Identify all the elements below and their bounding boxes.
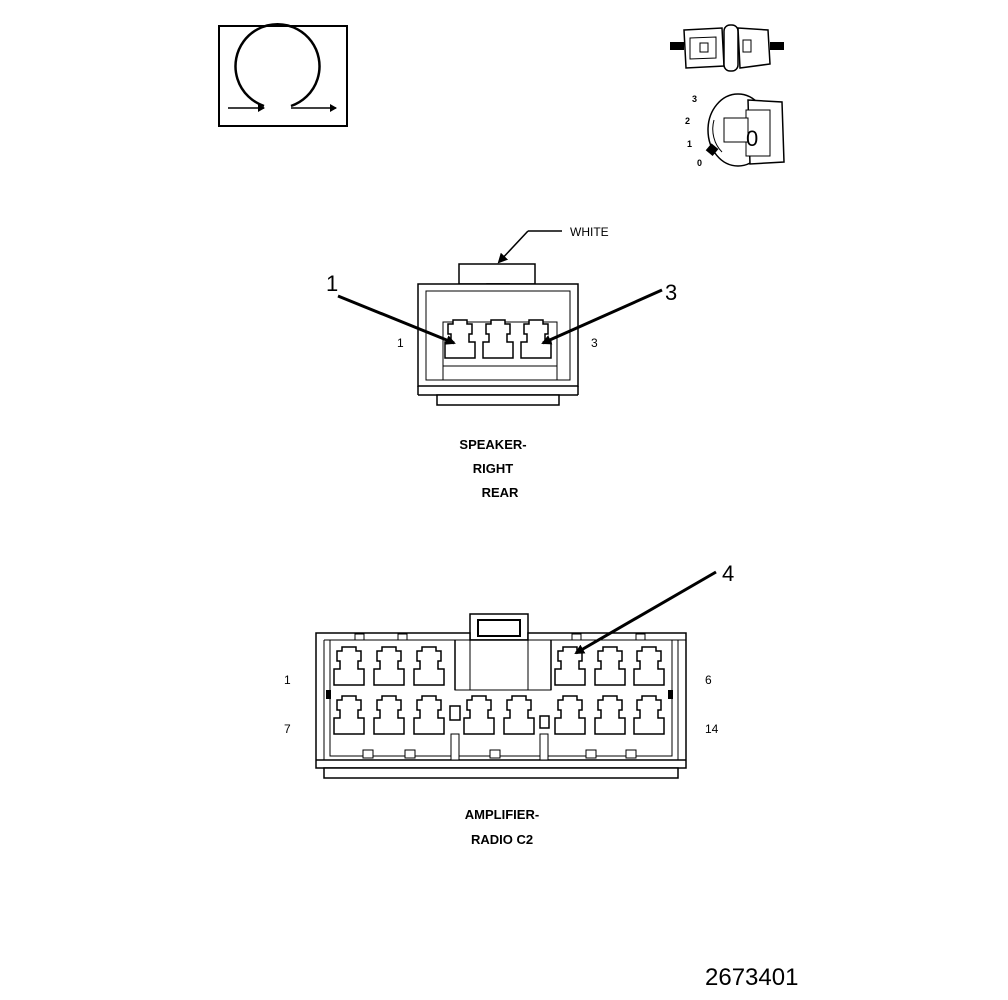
amp-pin-6: 6: [705, 673, 712, 687]
speaker-pin-right: 3: [591, 336, 598, 350]
key-position-3: 3: [692, 94, 697, 104]
amp-title-line-2: RADIO C2: [471, 832, 533, 847]
callout-3: 3: [665, 280, 677, 305]
omega-symbol-icon: [218, 22, 348, 127]
speaker-title-line-1: SPEAKER-: [459, 437, 526, 452]
key-position-0: 0: [697, 158, 702, 168]
speaker-title-line-2: RIGHT: [473, 461, 514, 476]
ignition-switch-icon: 3 2 1 0 0: [670, 24, 785, 168]
amplifier-connector: 4 1 6 7 14 AMPLIFIER- RADIO C2: [284, 561, 734, 847]
key-position-2: 2: [685, 116, 690, 126]
speaker-pin-left: 1: [397, 336, 404, 350]
speaker-connector: WHITE 1 3 1 3 SPEAKER- RIGHT REAR: [326, 225, 677, 500]
key-label: 0: [746, 126, 758, 151]
callout-1: 1: [326, 271, 338, 296]
amp-pin-1: 1: [284, 673, 291, 687]
figure-id: 2673401: [705, 964, 798, 991]
speaker-title-line-3: REAR: [482, 485, 519, 500]
callout-4: 4: [722, 561, 734, 586]
connector-color-label: WHITE: [570, 225, 609, 239]
amp-title-line-1: AMPLIFIER-: [465, 807, 539, 822]
amp-pin-7: 7: [284, 722, 291, 736]
key-position-1: 1: [687, 139, 692, 149]
amp-pin-14: 14: [705, 722, 719, 736]
